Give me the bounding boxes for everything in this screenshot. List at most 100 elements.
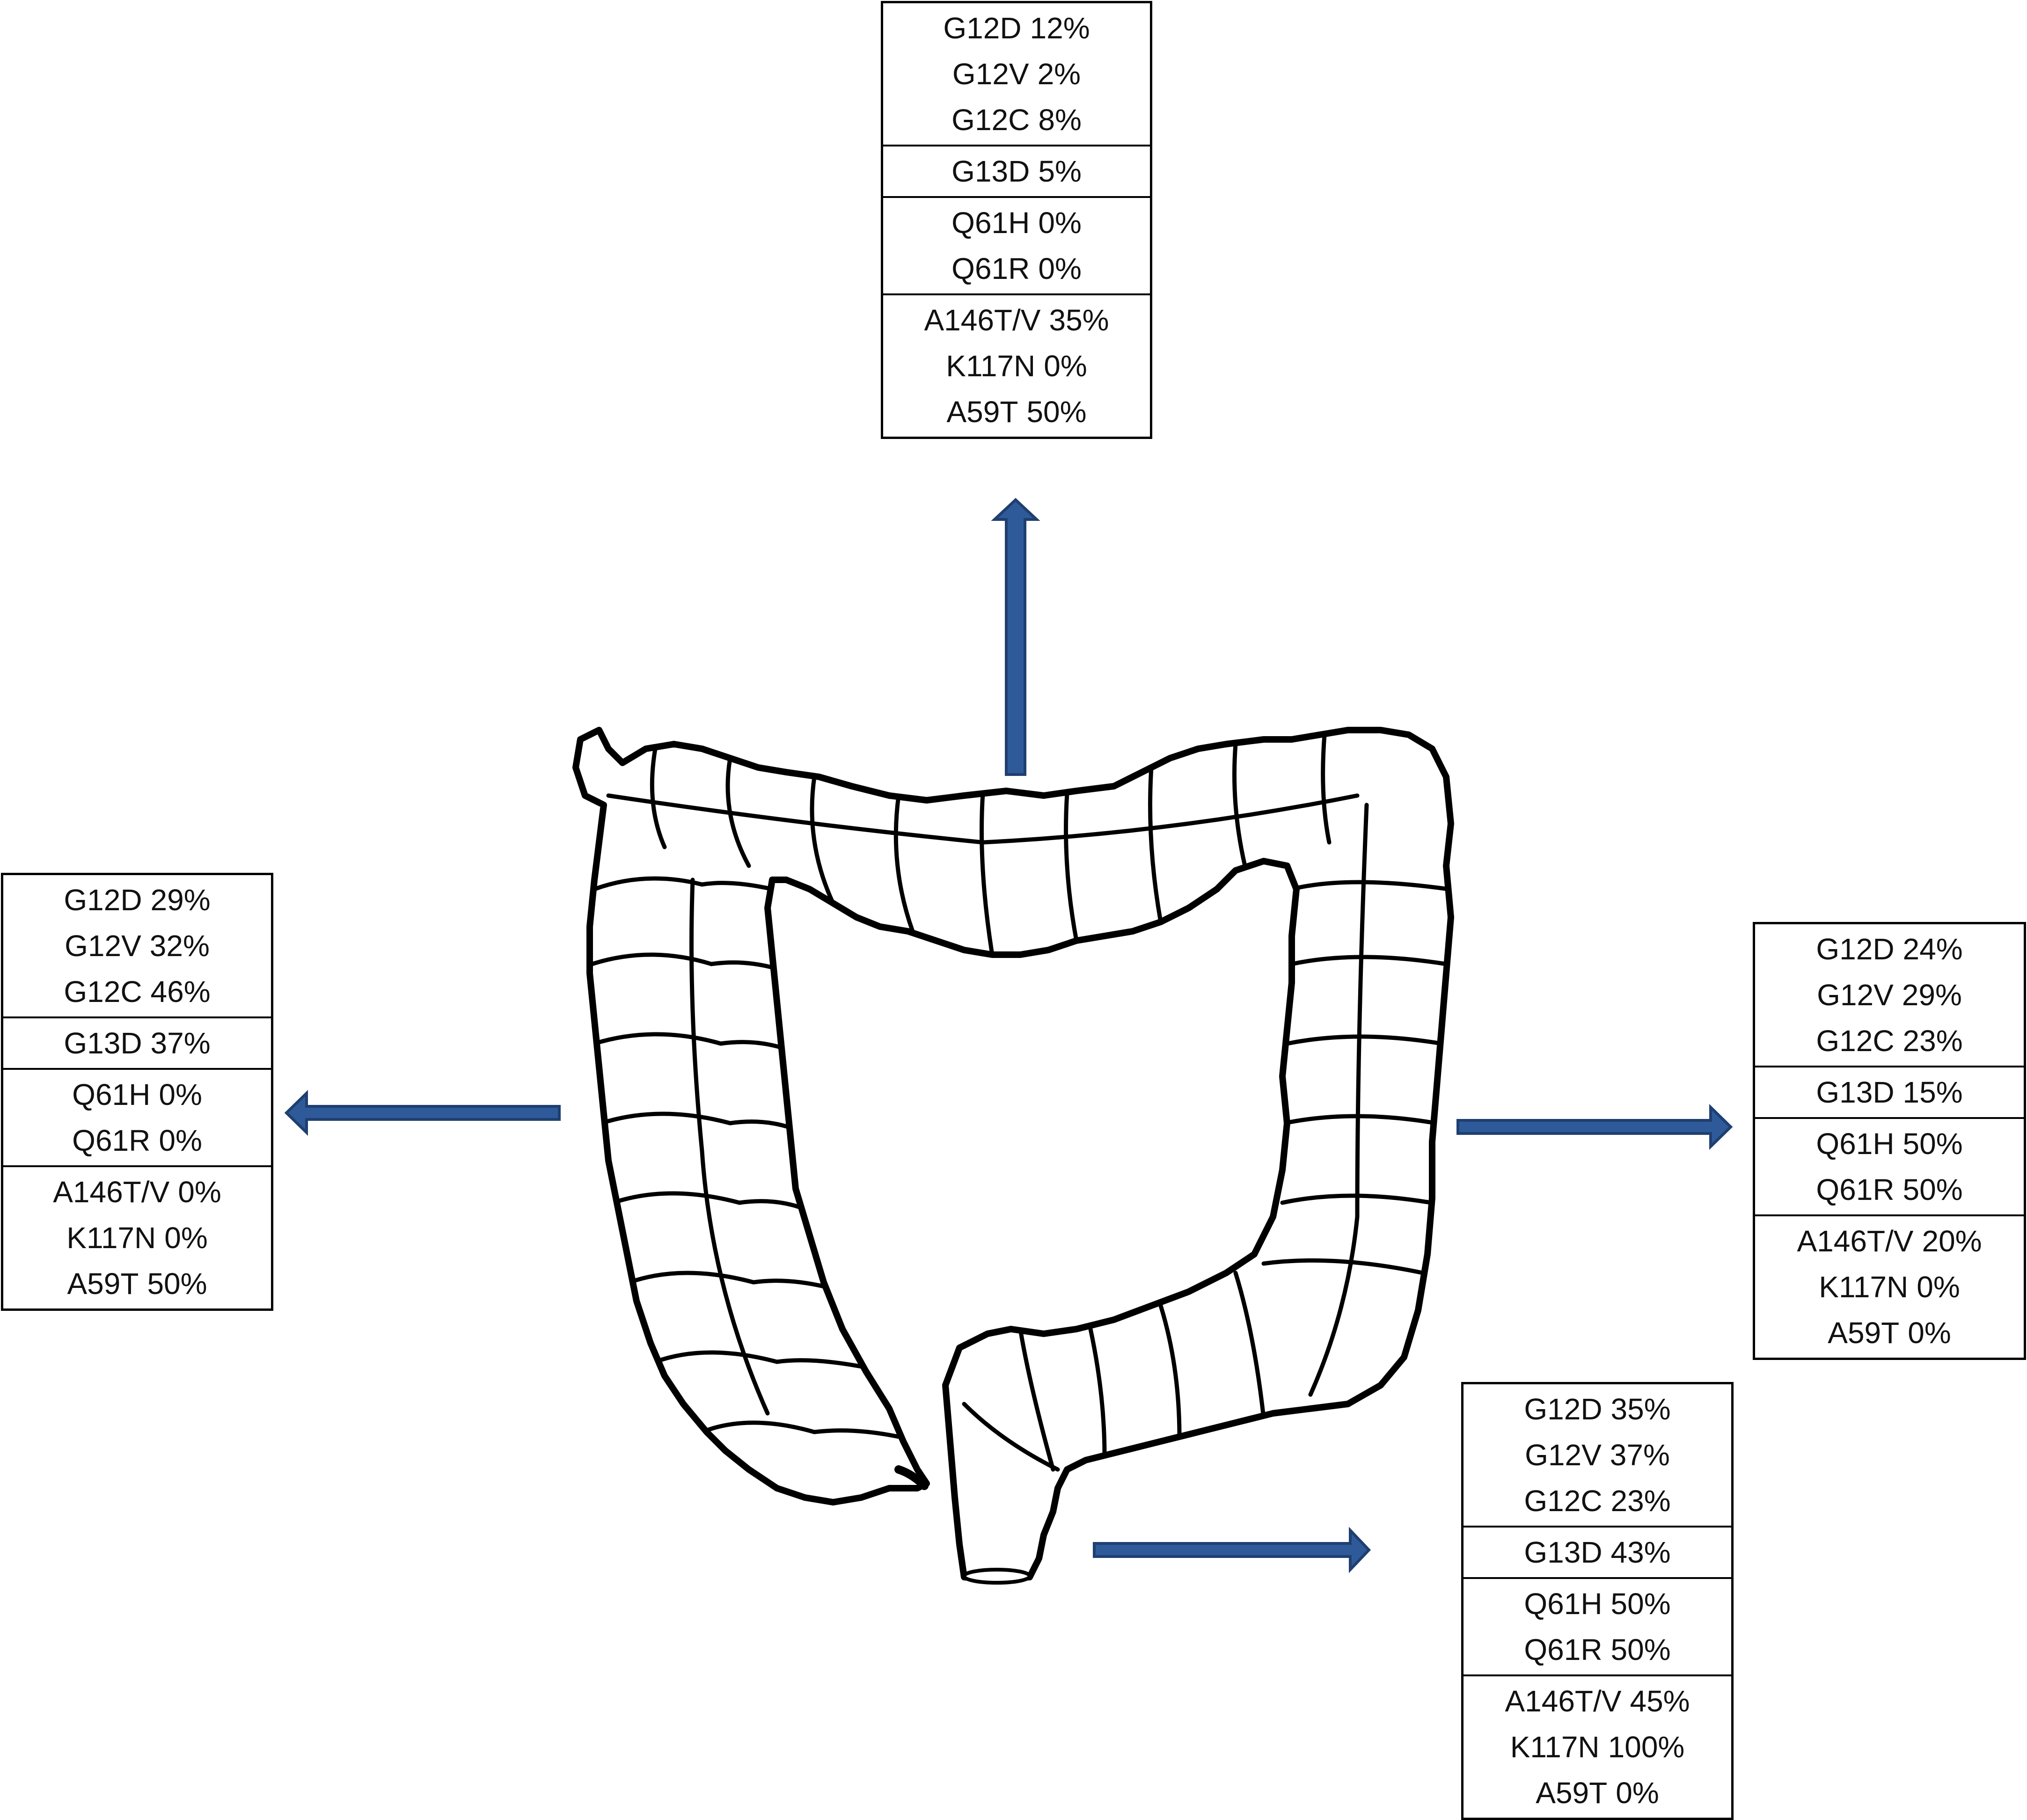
mutation-name: A146T/V — [924, 303, 1041, 337]
mutation-name: A146T/V — [53, 1175, 170, 1209]
mutation-name: G12C — [1524, 1484, 1603, 1518]
mutation-name: G12D — [1816, 932, 1895, 966]
mutation-name: Q61H — [72, 1078, 151, 1111]
mutation-percent: 0% — [1038, 252, 1082, 285]
mutation-percent: 0% — [1616, 1776, 1659, 1810]
mutation-name: Q61H — [951, 206, 1030, 240]
mutation-percent: 0% — [1038, 206, 1082, 240]
mutation-name: G12V — [1525, 1438, 1602, 1472]
mutation-percent: 43% — [1610, 1535, 1671, 1569]
mutation-percent: 23% — [1610, 1484, 1671, 1518]
mutation-name: K117N — [946, 349, 1036, 383]
mutation-name: G12V — [952, 57, 1029, 91]
mutation-name: G12C — [64, 975, 142, 1009]
mutation-percent: 50% — [1903, 1127, 1963, 1161]
mutation-name: G12D — [1524, 1392, 1603, 1426]
mutation-name: G12C — [1816, 1024, 1895, 1058]
mutation-percent: 0% — [1044, 349, 1087, 383]
mutation-name: A59T — [946, 395, 1018, 429]
mutation-name: A59T — [1536, 1776, 1608, 1810]
mutation-percent: 37% — [150, 1026, 211, 1060]
mutation-name: G13D — [1816, 1075, 1895, 1109]
rectum-opening — [962, 1568, 1032, 1585]
mutation-name: K117N — [1819, 1270, 1909, 1304]
mutation-percent: 100% — [1608, 1730, 1685, 1764]
mutation-percent: 50% — [1903, 1173, 1963, 1206]
mutation-percent: 8% — [1038, 103, 1082, 137]
mutation-percent: 0% — [1908, 1316, 1951, 1350]
mutation-percent: 20% — [1922, 1224, 1982, 1258]
mutation-percent: 24% — [1903, 932, 1963, 966]
mutation-percent: 29% — [150, 883, 211, 917]
arrow-right — [1456, 1104, 1733, 1150]
arrow-bottom-right — [1093, 1527, 1371, 1573]
mutation-percent: 5% — [1038, 154, 1082, 188]
mutation-name: G12C — [951, 103, 1030, 137]
mutation-percent: 35% — [1610, 1392, 1671, 1426]
mutation-percent: 23% — [1903, 1024, 1963, 1058]
mutation-name: G12D — [64, 883, 142, 917]
mutation-name: G13D — [1524, 1535, 1603, 1569]
mutation-name: A59T — [1828, 1316, 1900, 1350]
mutation-name: G13D — [951, 154, 1030, 188]
mutation-percent: 37% — [1610, 1438, 1670, 1472]
arrow-left — [284, 1089, 561, 1136]
mutation-name: Q61R — [72, 1124, 151, 1157]
mutation-name: Q61H — [1524, 1587, 1603, 1621]
mutation-name: Q61H — [1816, 1127, 1895, 1161]
mutation-name: A146T/V — [1505, 1684, 1622, 1718]
mutation-name: K117N — [1510, 1730, 1600, 1764]
mutation-name: Q61R — [1816, 1173, 1895, 1206]
mutation-percent: 0% — [1917, 1270, 1960, 1304]
mutation-percent: 50% — [147, 1267, 207, 1301]
appendix — [894, 1465, 929, 1490]
mutation-percent: 35% — [1049, 303, 1109, 337]
mutation-percent: 0% — [164, 1221, 208, 1255]
mutation-name: Q61R — [1524, 1633, 1603, 1667]
